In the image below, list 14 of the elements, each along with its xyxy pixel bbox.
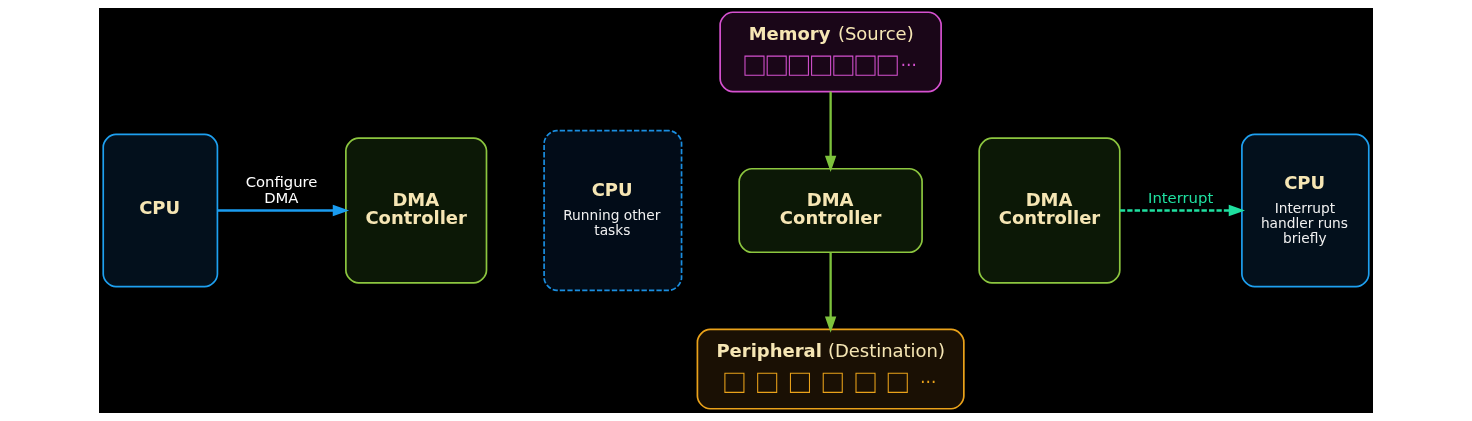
arrow <box>1120 204 1246 217</box>
node-box: DMA Controller <box>345 137 488 284</box>
edge-label: Configure DMA <box>245 173 318 207</box>
node-box: DMA Controller <box>738 167 923 254</box>
arrow <box>217 204 350 217</box>
node-box: Memory (Source) ⋯ <box>719 11 942 93</box>
arrow <box>824 91 837 172</box>
node-box: CPU Interrupt handler runs briefly <box>1241 133 1370 288</box>
node-box: Peripheral (Destination) ⋯ <box>696 328 965 410</box>
edge-label: Interrupt <box>1148 189 1214 207</box>
node-box: CPU <box>102 133 219 288</box>
arrow <box>824 252 837 333</box>
node-box: CPU Running other tasks <box>543 129 683 292</box>
node-box: DMA Controller <box>978 137 1121 284</box>
